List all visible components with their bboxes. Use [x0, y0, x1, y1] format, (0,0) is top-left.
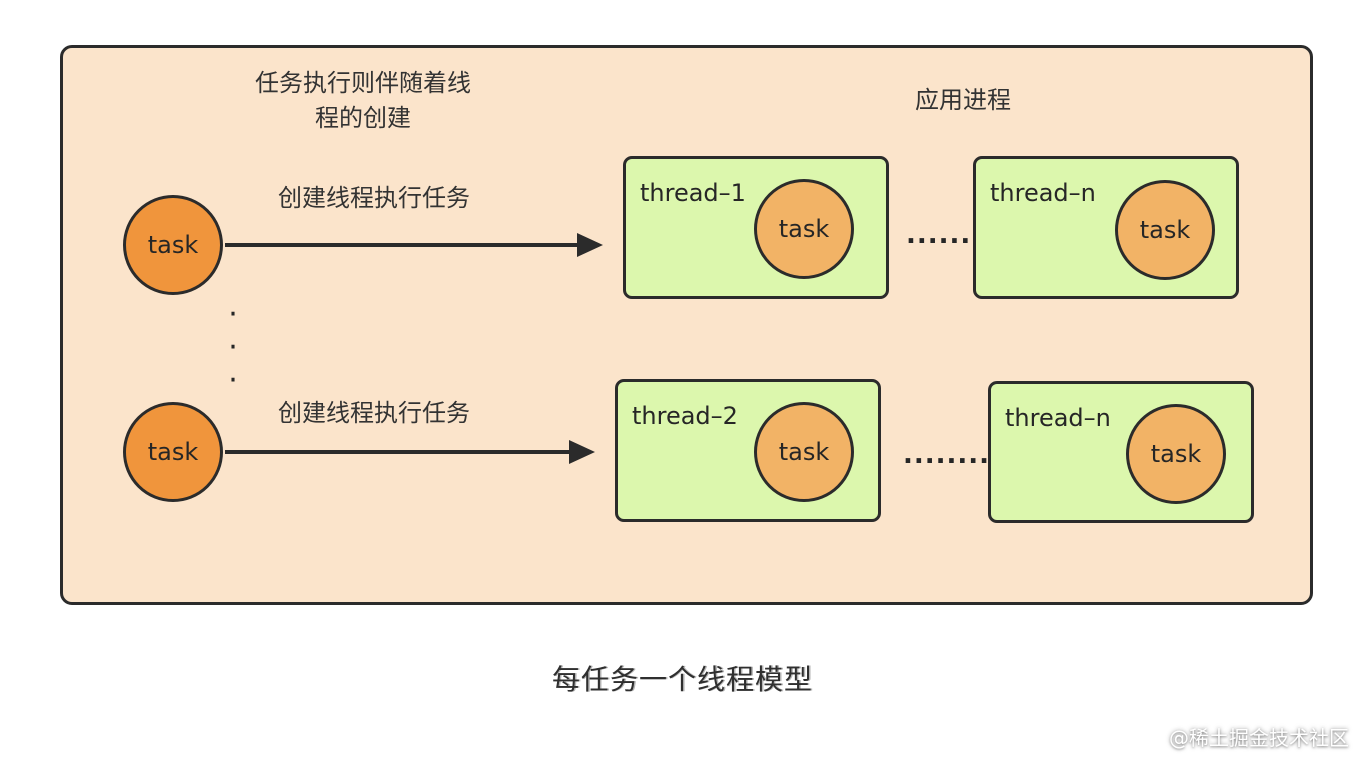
arrow-label-1: 创建线程执行任务 — [278, 184, 470, 212]
task-node-2-label: task — [147, 438, 199, 466]
thread-box-1: thread–1 task — [623, 156, 889, 299]
task-node-1-label: task — [147, 231, 199, 259]
thread-box-1-task-label: task — [778, 215, 830, 243]
thread-box-n-bottom-name: thread–n — [1005, 404, 1111, 432]
arrow-line-1 — [225, 243, 577, 247]
application-process-panel: 任务执行则伴随着线 程的创建 应用进程 task 创建线程执行任务 thread… — [60, 45, 1313, 605]
thread-box-1-name: thread–1 — [640, 179, 746, 207]
arrow-head-2-icon — [569, 440, 595, 464]
thread-box-2: thread–2 task — [615, 379, 881, 522]
thread-box-n-top: thread–n task — [973, 156, 1239, 299]
thread-box-2-task: task — [754, 402, 854, 502]
thread-box-n-top-task-label: task — [1139, 216, 1191, 244]
thread-box-n-bottom-task-label: task — [1150, 440, 1202, 468]
task-node-1: task — [123, 195, 223, 295]
ellipsis-row-2: ........ — [903, 440, 991, 470]
ellipsis-row-1: ....... — [906, 220, 983, 250]
vertical-ellipsis: · · · — [228, 297, 238, 398]
left-note-text: 任务执行则伴随着线 程的创建 — [255, 69, 471, 132]
watermark-text: @稀土掘金技术社区 — [1169, 726, 1349, 750]
thread-box-n-top-name: thread–n — [990, 179, 1096, 207]
thread-box-1-task: task — [754, 179, 854, 279]
process-title: 应用进程 — [915, 86, 1011, 114]
thread-box-n-bottom-task: task — [1126, 404, 1226, 504]
task-node-2: task — [123, 402, 223, 502]
diagram-caption: 每任务一个线程模型 — [551, 663, 813, 696]
arrow-line-2 — [225, 450, 569, 454]
thread-box-n-bottom: thread–n task — [988, 381, 1254, 523]
thread-box-n-top-task: task — [1115, 180, 1215, 280]
arrow-head-1-icon — [577, 233, 603, 257]
arrow-label-2: 创建线程执行任务 — [278, 399, 470, 427]
thread-box-2-name: thread–2 — [632, 402, 738, 430]
thread-box-2-task-label: task — [778, 438, 830, 466]
